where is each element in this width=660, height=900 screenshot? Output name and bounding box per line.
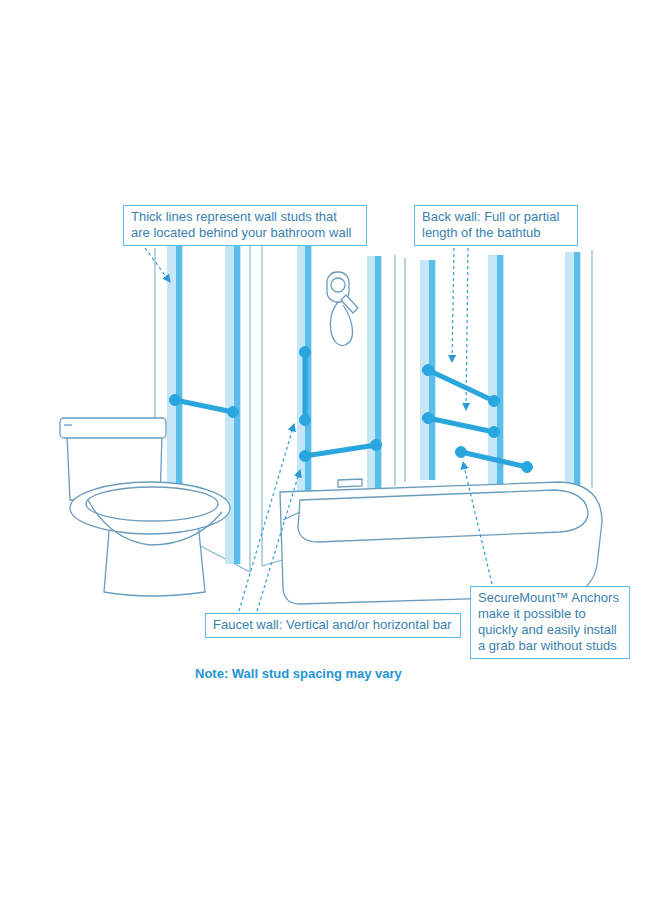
toilet: [60, 418, 230, 596]
grab-bar-part: [461, 452, 527, 467]
shower-head: [327, 272, 358, 346]
grab-bar-part: [300, 415, 311, 426]
grab-bar-part: [300, 347, 311, 358]
wall-stud-part: [297, 246, 312, 504]
grab-bar-part: [170, 395, 181, 406]
toilet-part: [86, 487, 218, 521]
callout-text: Thick lines represent wall studs that ar…: [131, 209, 359, 241]
toilet-part: [88, 500, 222, 545]
grab-bar-part: [228, 407, 239, 418]
toilet-part: [60, 418, 166, 438]
leader-line: [257, 470, 300, 611]
grab-bar: [170, 347, 533, 473]
wall-stud-part: [420, 260, 436, 480]
grab-bar-part: [305, 445, 376, 456]
callout-text: Faucet wall: Vertical and/or horizontal …: [213, 617, 453, 633]
grab-bar-part: [423, 365, 434, 376]
toilet-part: [64, 424, 72, 425]
wall-stud-part: [305, 246, 311, 504]
grab-bar-part: [371, 440, 382, 451]
wall-outline-part: [249, 242, 250, 572]
wall-outline-part: [591, 250, 592, 488]
toilet-part: [70, 482, 230, 534]
callout-text: SecureMount™ Anchors make it possible to…: [478, 590, 622, 654]
wall-outline: [155, 242, 592, 572]
wall-outline-part: [394, 255, 395, 486]
leader-line: [463, 462, 492, 584]
callout-box: SecureMount™ Anchors make it possible to…: [470, 586, 630, 659]
grab-bar-part: [175, 400, 233, 412]
callout-box: Back wall: Full or partial length of the…: [414, 205, 578, 246]
wall-stud-part: [375, 256, 381, 490]
grab-bar-part: [300, 451, 311, 462]
callout-box: Thick lines represent wall studs that ar…: [123, 205, 367, 246]
grab-bar-part: [489, 396, 500, 407]
leader-line: [452, 248, 454, 362]
grab-bar-part: [428, 418, 494, 432]
grab-bar-part: [456, 447, 467, 458]
wall-stud-part: [367, 256, 382, 490]
shower-head-part: [341, 295, 358, 313]
grab-bar-part: [423, 413, 434, 424]
grab-bar-part: [428, 370, 494, 401]
wall-stud-part: [234, 246, 240, 564]
wall-outline-part: [404, 258, 405, 482]
note-text: Note: Wall stud spacing may vary: [195, 666, 402, 681]
grab-bar-part: [522, 462, 533, 473]
wall-stud-part: [565, 252, 581, 490]
leader-line: [145, 248, 170, 282]
shower-head-part: [331, 278, 345, 292]
wall-stud-part: [574, 252, 580, 490]
wall-outline-part: [261, 245, 262, 566]
wall-stud-part: [225, 246, 241, 564]
bathtub-part: [338, 479, 362, 487]
callout-text: Back wall: Full or partial length of the…: [422, 209, 570, 241]
leader-line: [466, 248, 468, 410]
bathtub-part: [298, 490, 588, 542]
grab-bar-part: [303, 352, 308, 420]
callout-box: Faucet wall: Vertical and/or horizontal …: [205, 613, 461, 638]
grab-bar-part: [489, 427, 500, 438]
